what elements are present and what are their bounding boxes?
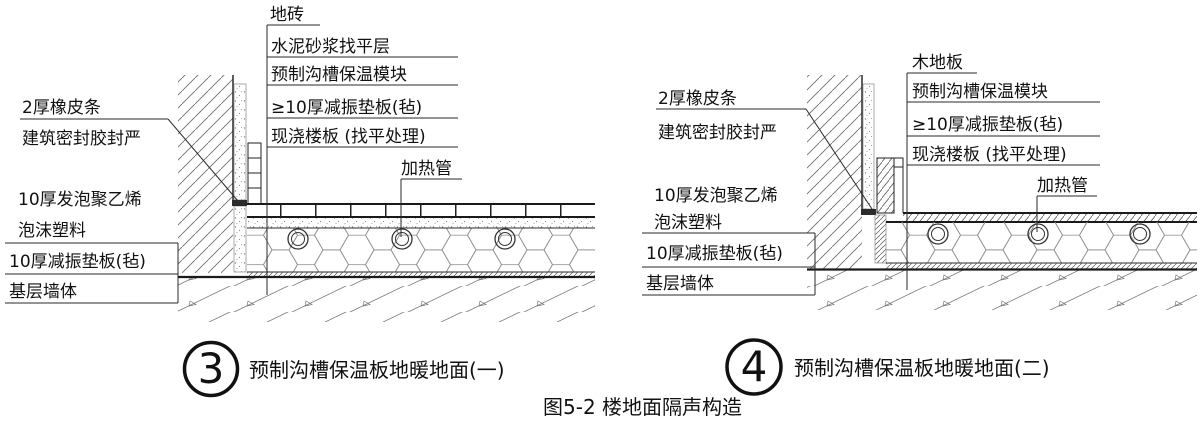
wall-hatch xyxy=(807,75,862,270)
detail-number: 4 xyxy=(741,342,768,391)
mortar-leveling-layer xyxy=(247,218,595,228)
perimeter-foam-strip xyxy=(233,83,247,201)
perimeter-foam-strip xyxy=(862,83,875,210)
heating-pipe xyxy=(287,228,309,250)
skirting-tiles xyxy=(247,142,262,205)
detail-number-circle xyxy=(725,338,783,396)
damping-pad-layer xyxy=(247,272,595,278)
layer-label-insulation: 预制沟槽保温模块 xyxy=(912,82,1048,102)
detail-title: 预制沟槽保温板地暖地面(二) xyxy=(794,356,1050,380)
detail-4-drawing: 木地板 预制沟槽保温模块 ≥10厚减振垫板(毡) 现浇楼板 (找平处理) 2厚橡… xyxy=(642,53,1197,396)
floor-slab xyxy=(178,278,595,322)
label-foam-pe: 10厚发泡聚乙烯 xyxy=(654,186,778,206)
label-base-wall: 基层墙体 xyxy=(9,282,77,302)
layer-label-damping: ≥10厚减振垫板(毡) xyxy=(271,98,422,118)
label-heating-pipe: 加热管 xyxy=(1037,176,1088,196)
detail-4-top-labels: 木地板 预制沟槽保温模块 ≥10厚减振垫板(毡) 现浇楼板 (找平处理) xyxy=(906,53,1100,290)
heating-pipes xyxy=(927,223,1151,245)
insulation-module-layer xyxy=(247,228,595,272)
label-foam-plastic: 泡沫塑料 xyxy=(18,221,86,241)
detail-3-pipe-callout: 加热管 xyxy=(400,159,462,237)
heating-pipe xyxy=(391,228,413,250)
layer-label-slab: 现浇楼板 (找平处理) xyxy=(912,145,1067,165)
detail-title: 预制沟槽保温板地暖地面(一) xyxy=(249,358,505,382)
detail-3-side-labels: 2厚橡皮条 建筑密封胶封严 10厚发泡聚乙烯 泡沫塑料 10厚减振垫板(毡) 基… xyxy=(5,98,239,304)
label-heating-pipe: 加热管 xyxy=(401,159,452,179)
damping-pad-layer xyxy=(886,263,1197,269)
label-rubber-strip: 2厚橡皮条 xyxy=(22,98,101,118)
wall-hatch xyxy=(178,75,233,273)
detail-number-circle xyxy=(182,340,240,398)
detail-number: 3 xyxy=(198,344,225,393)
heating-pipe xyxy=(1027,223,1049,245)
wood-floor-layer xyxy=(903,213,1197,222)
label-foam-plastic: 泡沫塑料 xyxy=(654,213,722,233)
detail-4-caption: 4 预制沟槽保温板地暖地面(二) xyxy=(725,338,1050,396)
label-damping-pad: 10厚减振垫板(毡) xyxy=(9,252,146,272)
layer-label-wood-floor: 木地板 xyxy=(912,53,963,73)
label-foam-pe: 10厚发泡聚乙烯 xyxy=(18,190,142,210)
layer-label-tile: 地砖 xyxy=(270,5,304,25)
detail-4-side-labels: 2厚橡皮条 建筑密封胶封严 10厚发泡聚乙烯 泡沫塑料 10厚减振垫板(毡) 基… xyxy=(642,89,873,296)
floor-tile-layer xyxy=(247,204,595,217)
detail-3-top-labels: 地砖 水泥砂浆找平层 预制沟槽保温模块 ≥10厚减振垫板(毡) 现浇楼板 (找平… xyxy=(266,5,458,295)
label-sealant: 建筑密封胶封严 xyxy=(22,129,141,149)
detail-3-drawing: 地砖 水泥砂浆找平层 预制沟槽保温模块 ≥10厚减振垫板(毡) 现浇楼板 (找平… xyxy=(5,5,595,398)
rubber-strip xyxy=(861,209,876,215)
label-base-wall: 基层墙体 xyxy=(646,274,714,294)
wood-skirting xyxy=(876,157,904,214)
leader-line xyxy=(805,108,873,210)
figure-caption: 图5-2 楼地面隔声构造 xyxy=(543,395,742,419)
label-damping-pad: 10厚减振垫板(毡) xyxy=(646,244,783,264)
edge-foam-strip xyxy=(233,205,247,273)
layer-label-mortar: 水泥砂浆找平层 xyxy=(271,37,390,57)
detail-4-pipe-callout: 加热管 xyxy=(1036,176,1097,232)
floor-slab xyxy=(807,270,1197,310)
label-sealant: 建筑密封胶封严 xyxy=(658,123,777,143)
rubber-strip xyxy=(232,200,247,206)
layer-label-slab: 现浇楼板 (找平处理) xyxy=(271,127,426,147)
heating-pipe xyxy=(927,223,949,245)
edge-damping-strip xyxy=(874,214,887,264)
heating-pipe xyxy=(1129,223,1151,245)
heating-pipe xyxy=(494,228,516,250)
detail-3-caption: 3 预制沟槽保温板地暖地面(一) xyxy=(182,340,505,398)
label-rubber-strip: 2厚橡皮条 xyxy=(658,89,737,109)
layer-label-damping: ≥10厚减振垫板(毡) xyxy=(912,115,1063,135)
layer-label-insulation: 预制沟槽保温模块 xyxy=(271,65,407,85)
leader-line xyxy=(167,118,239,202)
heating-pipes xyxy=(287,228,516,250)
